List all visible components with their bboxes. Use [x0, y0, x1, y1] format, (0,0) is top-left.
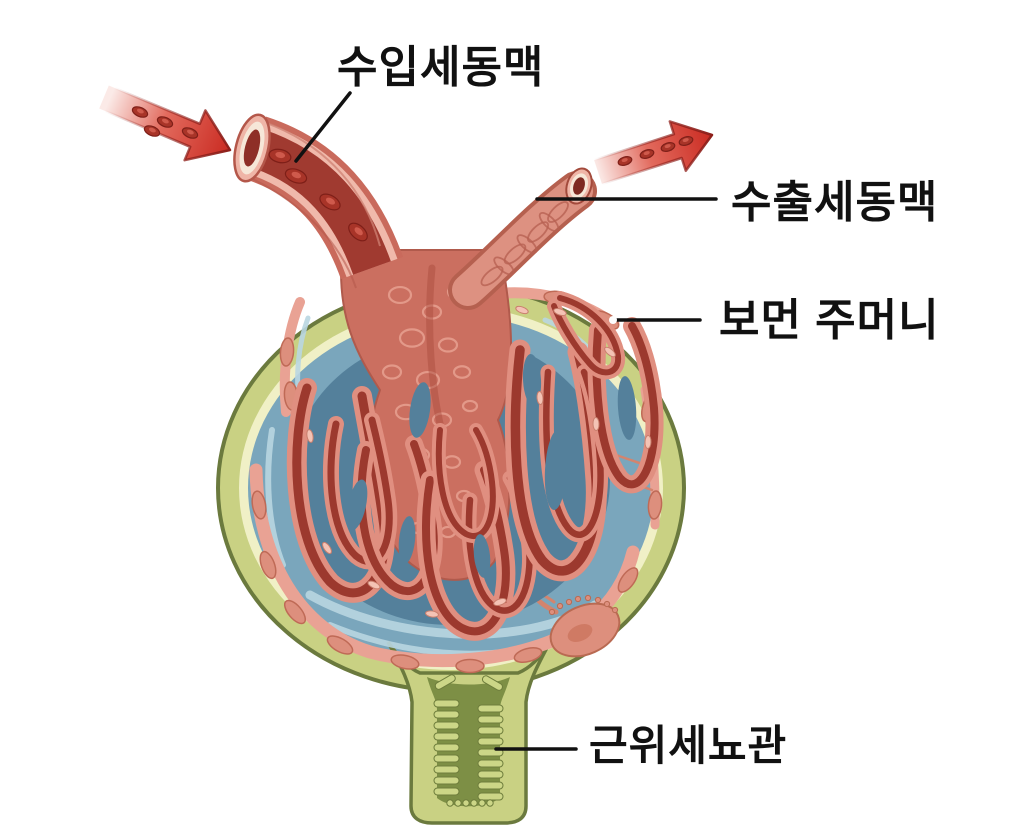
label-bowman-capsule: 보먼 주머니: [719, 296, 940, 345]
podocyte-cell: [520, 453, 656, 658]
label-afferent-arteriole: 수입세동맥: [337, 43, 545, 92]
afferent-cut-end: [233, 113, 271, 183]
capillary-loops: [286, 291, 664, 641]
leader-lines: [294, 91, 718, 751]
blood-outflow-arrow: [592, 120, 714, 186]
leader-afferent: [294, 91, 352, 163]
efferent-cut-end: [565, 167, 593, 205]
efferent-arteriole: [448, 167, 597, 310]
label-efferent-arteriole: 수출세동맥: [731, 178, 939, 227]
label-proximal-tubule: 근위세뇨관: [589, 722, 788, 769]
proximal-tubule: [386, 640, 552, 825]
afferent-arteriole: [233, 113, 404, 289]
glomerulus: [286, 249, 664, 641]
blood-inflow-arrow: [97, 84, 232, 162]
